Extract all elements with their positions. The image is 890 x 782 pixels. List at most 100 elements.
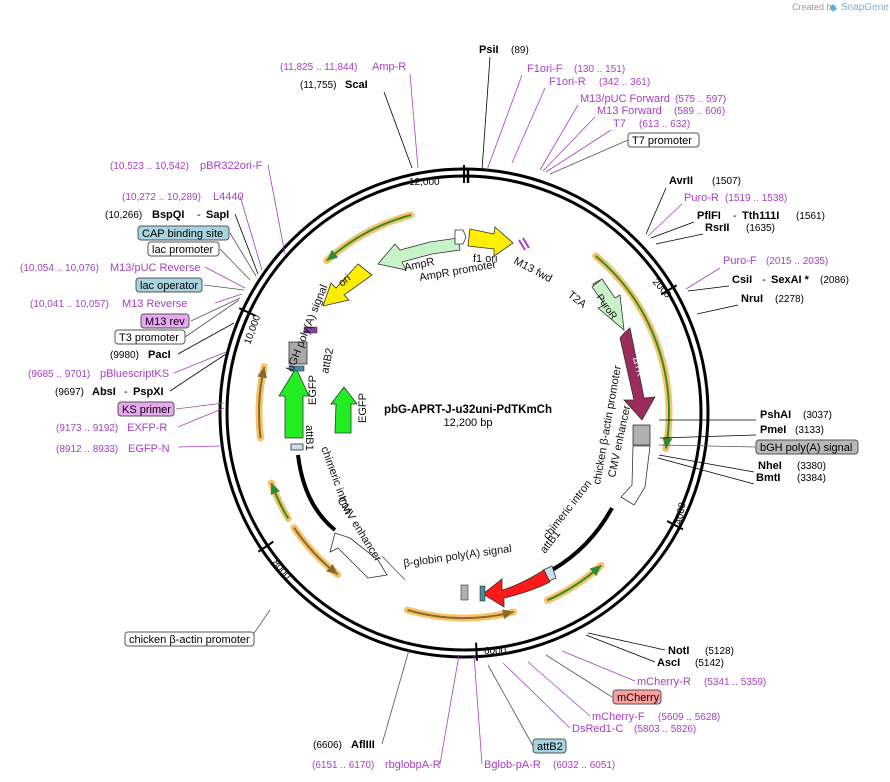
leader-24 — [545, 654, 613, 698]
enzyme-asci: AscI — [657, 657, 680, 669]
leader-36 — [173, 351, 227, 374]
leader-25 — [527, 661, 591, 717]
leader-18 — [658, 444, 757, 448]
leader-41 — [203, 284, 245, 291]
label-t2a: T2A — [565, 289, 589, 311]
enzyme-bmti: BmtI — [756, 472, 780, 484]
svg-text:(2086): (2086) — [820, 275, 849, 286]
mcherry-arrow — [482, 569, 551, 608]
primer-m13-puc-forward: M13/pUC Forward — [580, 93, 670, 105]
svg-text:(6606): (6606) — [313, 740, 342, 751]
leader-11 — [650, 221, 695, 239]
enzyme-sexai: SexAI * — [771, 274, 810, 286]
label-f1-ori: f1 ori — [473, 253, 497, 265]
leader-48 — [381, 555, 406, 581]
box-bgh-polya: bGH poly(A) signal — [760, 442, 852, 454]
leader-4 — [511, 87, 546, 164]
svg-text:-: - — [762, 274, 766, 286]
orf-arrowhead-0 — [662, 437, 673, 449]
primer-puro-f: Puro-F — [723, 255, 757, 267]
tick-mark-3 — [475, 642, 478, 661]
ori-arrow — [322, 263, 373, 307]
leader-20 — [657, 457, 755, 485]
credit-created-by: Created by — [792, 2, 837, 12]
label-egfp-left: EGFP — [307, 375, 319, 405]
credit-brand: SnapGene — [841, 2, 889, 13]
leader-9 — [645, 187, 667, 235]
enzyme-pflfi: PflFI — [697, 210, 721, 222]
primer-m13-reverse: M13 Reverse — [122, 298, 187, 310]
orf-highlights — [255, 211, 673, 622]
enzyme-afliii: AflIII — [351, 739, 375, 751]
svg-text:(8912 .. 8933): (8912 .. 8933) — [56, 444, 118, 455]
box-t3-promoter: T3 promoter — [119, 332, 179, 344]
svg-text:(5803 .. 5826): (5803 .. 5826) — [634, 724, 696, 735]
svg-text:(130 .. 151): (130 .. 151) — [574, 64, 625, 75]
ampr-arrow — [377, 237, 461, 271]
svg-text:(2278): (2278) — [775, 294, 804, 305]
primer-pbluescriptks: pBluescriptKS — [100, 368, 169, 380]
svg-text:(1561): (1561) — [796, 211, 825, 222]
labels-right: AvrII (1507) Puro-R (1519 .. 1538) PflFI… — [669, 175, 849, 484]
dtk-arrow — [619, 327, 656, 421]
svg-text:(613 .. 632): (613 .. 632) — [639, 119, 690, 130]
chimeric-intron-right — [550, 507, 614, 572]
enzyme-psii: PsiI — [479, 44, 499, 56]
svg-text:(89): (89) — [511, 45, 529, 56]
svg-text:(5609 .. 5628): (5609 .. 5628) — [658, 712, 720, 723]
leader-6 — [542, 116, 596, 172]
leader-35 — [169, 353, 227, 392]
primer-exfp-r: EXFP-R — [127, 422, 167, 434]
primer-mark-left — [303, 326, 318, 334]
cmv-enhancer-arrow-left — [329, 532, 388, 579]
leader-47 — [267, 164, 286, 255]
leader-32 — [177, 445, 223, 448]
svg-text:(10,272 .. 10,289): (10,272 .. 10,289) — [122, 192, 201, 203]
svg-text:(11,825 .. 11,844): (11,825 .. 11,844) — [280, 62, 357, 73]
box-m13-rev: M13 rev — [145, 316, 185, 328]
svg-text:(2015 .. 2035): (2015 .. 2035) — [766, 256, 828, 267]
svg-text:(6151 .. 6170): (6151 .. 6170) — [312, 760, 374, 771]
attb2-left — [289, 365, 305, 372]
orf-arrowhead-6 — [257, 366, 268, 379]
primer-f1ori-f: F1ori-F — [527, 63, 563, 75]
svg-text:(575 .. 597): (575 .. 597) — [675, 94, 726, 105]
orf-line-0 — [595, 255, 670, 449]
leader-37 — [177, 322, 235, 355]
orf-arrowhead-4 — [326, 563, 338, 575]
leader-34 — [175, 402, 225, 410]
label-attb2-left: attB2 — [319, 347, 336, 375]
attb2-bottom — [479, 585, 486, 602]
label-m13-fwd: M13 fwd — [512, 255, 554, 285]
svg-text:(589 .. 606): (589 .. 606) — [674, 106, 725, 117]
leader-30 — [381, 649, 410, 745]
plasmid-size: 12,200 bp — [444, 417, 493, 429]
tick-6000: 6000 — [484, 646, 507, 657]
leader-10 — [647, 203, 683, 237]
bgh-polya-block-right — [632, 424, 651, 446]
svg-text:(9980): (9980) — [110, 350, 139, 361]
m13-fwd-mark — [518, 239, 526, 251]
feature-arrows — [278, 226, 656, 608]
svg-text:(10,266): (10,266) — [105, 210, 142, 221]
primer-bglob-pa-r: Bglob-pA-R — [484, 759, 541, 771]
svg-text:-: - — [197, 209, 201, 221]
orf-arrowhead-3 — [502, 609, 514, 620]
egfp-arrow-inner — [330, 386, 358, 434]
primer-mcherry-r: mCherry-R — [637, 676, 691, 688]
ampr-promoter-arrow — [454, 229, 467, 245]
chimeric-intron-left — [296, 454, 337, 532]
enzyme-nrui: NruI — [741, 293, 763, 305]
orf-arrowhead-5 — [270, 483, 280, 496]
leader-1 — [409, 73, 419, 169]
svg-text:(3384): (3384) — [797, 473, 826, 484]
svg-text:(3133): (3133) — [795, 425, 824, 436]
primer-mcherry-f: mCherry-F — [592, 711, 645, 723]
tick-mark-1 — [660, 284, 678, 296]
svg-text:-: - — [733, 210, 737, 222]
enzyme-pshai: PshAI — [760, 409, 791, 421]
tick-mark-5 — [238, 307, 256, 317]
primer-l4440: L4440 — [213, 191, 244, 203]
enzyme-nhei: NheI — [758, 460, 782, 472]
